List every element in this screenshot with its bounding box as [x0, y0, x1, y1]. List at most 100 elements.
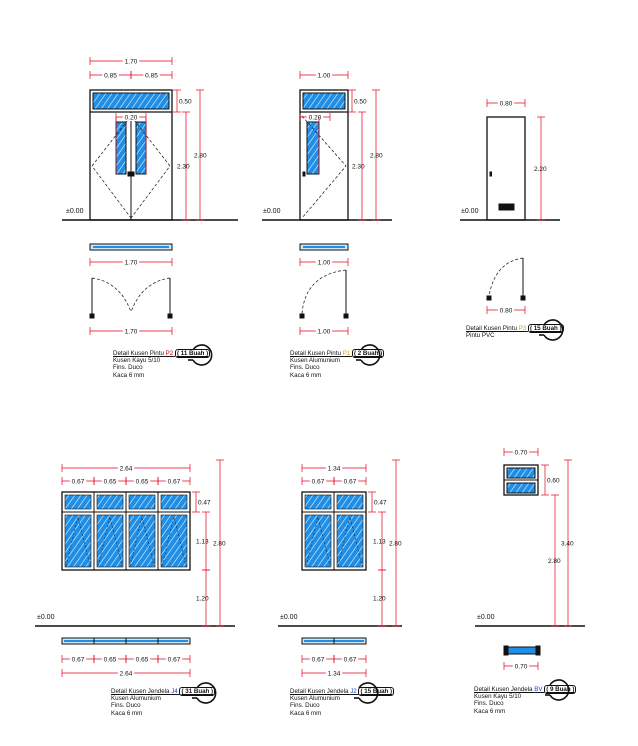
caption-line: Kaca 6 mm	[474, 707, 506, 715]
dimension-label: 2.20	[534, 166, 547, 173]
dimension-label: 0.80	[500, 100, 513, 107]
vent-grille	[498, 203, 515, 211]
dimension-label-bg	[117, 669, 135, 677]
level-label-j4: ±0.00	[37, 614, 55, 621]
caption-line: Kusen Alumunium	[290, 695, 340, 703]
glass-pane	[160, 514, 188, 568]
dimension-label: 0.60	[547, 477, 560, 484]
callout-circle	[192, 344, 213, 366]
dimension-label: 1.20	[373, 595, 386, 602]
dimension-label: 2.80	[194, 152, 207, 159]
caption-title: Detail Kusen Jendela	[290, 688, 351, 695]
dimension-label: 2.80	[389, 540, 402, 547]
dimension-label-bg	[315, 327, 333, 335]
dimension-label: 1.70	[125, 328, 138, 335]
dimension-label: 2.64	[120, 465, 133, 472]
caption-title: Detail Kusen Pintu	[113, 350, 166, 357]
caption-title: Detail Kusen Pintu	[466, 325, 519, 332]
dimension-label-bg	[341, 655, 359, 663]
opening-mark	[129, 516, 155, 567]
caption-line: Kusen Kayu 5/10	[113, 357, 161, 365]
callout-circle	[196, 682, 217, 704]
opening-mark	[97, 516, 123, 567]
vent-glass	[92, 92, 170, 110]
dimension-label: 0.67	[344, 478, 357, 485]
vent-glass	[302, 92, 346, 110]
dimension-label: 0.70	[515, 663, 528, 670]
level-label-bv: ±0.00	[477, 614, 495, 621]
opening-mark	[305, 516, 331, 567]
dimension-label: 0.85	[104, 72, 117, 79]
dimension-label: 1.13	[196, 538, 209, 545]
glass-pane	[64, 514, 92, 568]
caption-line: Fins. Duco	[290, 702, 320, 710]
dimension-label: 1.70	[125, 259, 138, 266]
caption-line: Fins. Duco	[290, 364, 320, 372]
dimension-label: 0.65	[104, 656, 117, 663]
glass-pane	[128, 514, 156, 568]
dimension-label-bg	[102, 71, 119, 79]
caption-code: J4	[171, 688, 178, 695]
dimension-label-bg	[315, 258, 333, 266]
dimension-label-bg	[165, 477, 183, 485]
opening-mark	[161, 516, 187, 567]
dimension-label-bg	[122, 113, 140, 121]
caption-code: BV	[534, 686, 543, 693]
caption-line: Fins. Duco	[474, 700, 504, 708]
caption-qty: ( 31 Buah )	[179, 687, 216, 696]
dimension-label: 2.64	[120, 670, 133, 677]
dimension-label: 0.67	[72, 656, 85, 663]
leaf-glass	[306, 121, 320, 175]
caption-title: Detail Kusen Jendela	[111, 688, 172, 695]
dimension-label: 0.47	[374, 499, 387, 506]
dimension-label-bg	[165, 655, 183, 663]
caption-title: Detail Kusen Jendela	[474, 686, 535, 693]
callout-circle	[549, 679, 570, 701]
caption-qty: ( 11 Buah )	[174, 349, 211, 358]
dimension-label-bg	[122, 57, 140, 65]
glass-pane	[304, 514, 332, 568]
callout-circle	[360, 344, 381, 366]
dimension-label-bg	[512, 662, 530, 670]
dimension-label-bg	[341, 477, 359, 485]
dimension-label: 0.50	[179, 98, 192, 105]
caption-line: Kusen Alumunium	[111, 695, 161, 703]
caption-line: Kaca 6 mm	[290, 709, 322, 717]
caption-line: Kusen Alumunium	[290, 357, 340, 365]
window-j2-plan	[301, 637, 367, 645]
glass-pane	[336, 514, 364, 568]
glass-pane	[96, 494, 124, 510]
glass-pane	[96, 514, 124, 568]
dimension-label-bg	[512, 448, 530, 456]
door-p2-plan	[89, 243, 173, 319]
caption-bv: Detail Kusen Jendela BV ( 9 Buah ) Kusen…	[474, 685, 577, 715]
dimension-label-bg	[325, 669, 343, 677]
caption-qty: ( 9 Buah )	[544, 685, 577, 694]
leaf-glass-right	[135, 121, 147, 175]
dimension-label: 0.20	[309, 114, 322, 121]
dimension-label: 1.20	[196, 595, 209, 602]
caption-line: Fins. Duco	[113, 364, 143, 372]
caption-line: Kaca 6 mm	[290, 371, 322, 379]
frame	[486, 116, 526, 221]
door-p2-elevation	[62, 89, 238, 221]
dimension-label-bg	[309, 655, 327, 663]
dimension-label-bg	[101, 655, 119, 663]
dimension-label: 0.47	[198, 499, 211, 506]
dimension-label-bg	[315, 71, 333, 79]
dimension-label-bg	[122, 258, 140, 266]
door-p1-elevation	[262, 89, 392, 221]
caption-p3: Detail Kusen Pintu P3 ( 15 Buah ) Pintu …	[466, 324, 564, 339]
window-j4-plan	[61, 637, 191, 645]
dimension-label: 0.65	[136, 478, 149, 485]
leaf-glass-left	[115, 121, 127, 175]
glass-pane	[336, 494, 364, 510]
caption-qty: ( 15 Buah )	[527, 324, 564, 333]
caption-qty: ( 15 Buah )	[358, 687, 395, 696]
dimension-label: 0.67	[168, 478, 181, 485]
frame	[299, 89, 349, 221]
dimension-label-bg	[133, 477, 151, 485]
dimension-label: 2.80	[370, 152, 383, 159]
caption-title: Detail Kusen Pintu	[290, 350, 343, 357]
